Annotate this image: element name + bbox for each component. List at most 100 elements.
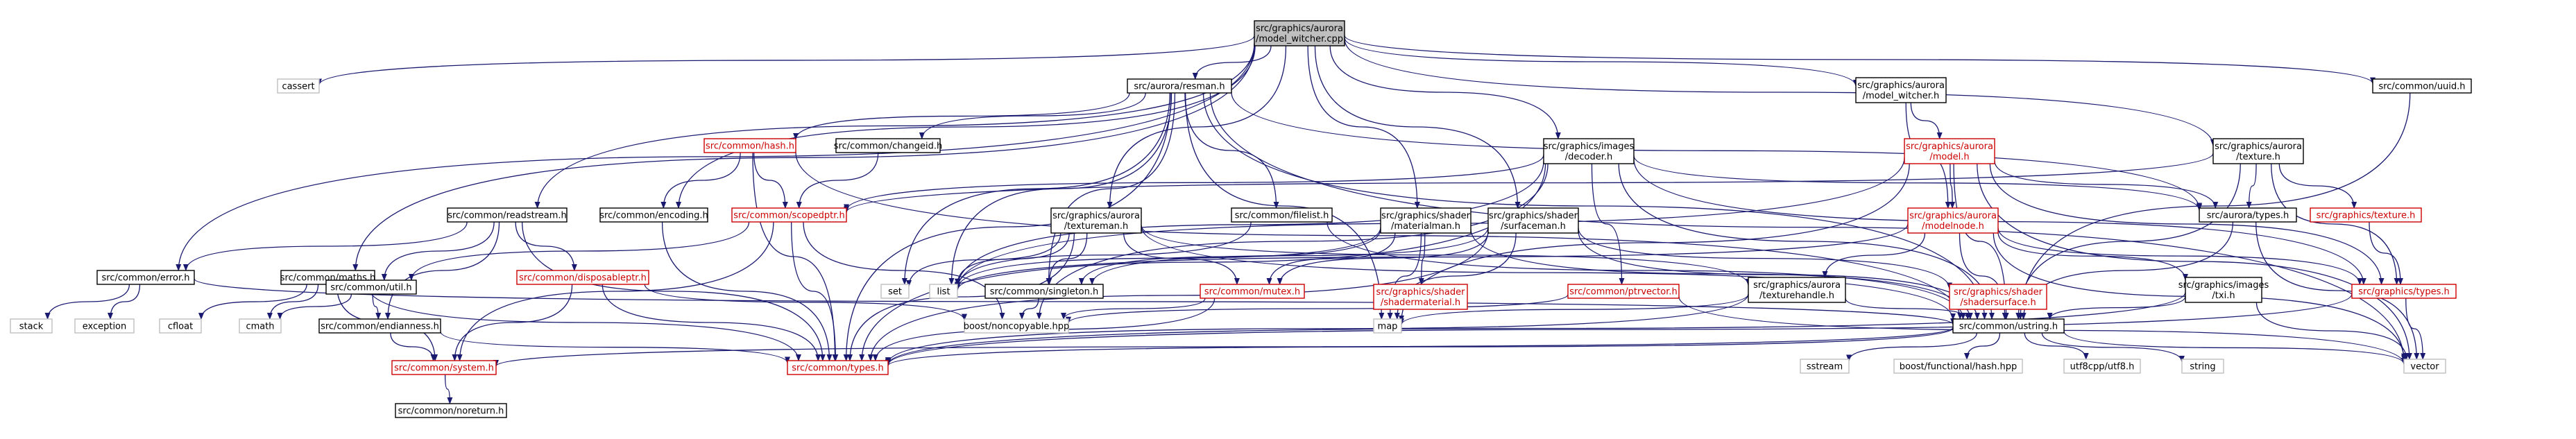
node-label: /model_witcher.h	[1863, 91, 1940, 101]
node-label: /modelnode.h	[1922, 221, 1984, 232]
node-mw_h[interactable]: src/graphics/aurora/model_witcher.h	[1855, 77, 1947, 103]
edge-root-to-uuid	[1344, 35, 2375, 85]
edge-error-to-exception	[108, 284, 141, 320]
node-singleton[interactable]: src/common/singleton.h	[984, 284, 1104, 299]
node-label: src/common/changeid.h	[834, 141, 942, 152]
node-label: vector	[2410, 362, 2439, 372]
node-label: cmath	[246, 322, 274, 332]
node-label: /model.h	[1929, 152, 1969, 162]
edge-modelnode-to-texturehandle	[1822, 232, 1926, 278]
edge-error-to-ustring	[194, 278, 1956, 325]
node-texturehandle[interactable]: src/graphics/aurora/texturehandle.h	[1748, 277, 1846, 303]
node-aurora_types[interactable]: src/aurora/types.h	[2199, 207, 2297, 223]
node-ustring[interactable]: src/common/ustring.h	[1952, 318, 2065, 334]
node-label: src/graphics/shader	[1954, 287, 2043, 298]
node-label: src/common/types.h	[792, 363, 884, 374]
node-utf8: utf8cpp/utf8.h	[2063, 359, 2141, 374]
node-label: src/graphics/images	[1544, 141, 1635, 152]
node-stack: stack	[10, 318, 53, 334]
node-label: /texturehandle.h	[1759, 291, 1834, 301]
node-label: src/graphics/aurora	[1753, 280, 1841, 291]
node-readstream[interactable]: src/common/readstream.h	[447, 207, 568, 223]
edge-decoder-to-scopedptr	[844, 155, 1544, 212]
node-label: /shadersurface.h	[1960, 298, 2036, 308]
node-uuid[interactable]: src/common/uuid.h	[2372, 78, 2472, 94]
node-materialman[interactable]: src/graphics/shader/materialman.h	[1380, 207, 1472, 234]
edge-model-to-modelnode	[1950, 163, 1956, 209]
edge-model-to-gtypes	[1989, 163, 2385, 285]
node-label: /txi.h	[2212, 291, 2235, 301]
node-label: /model_witcher.cpp	[1256, 34, 1343, 44]
edge-maths-to-cfloat	[198, 284, 307, 320]
node-endianness[interactable]: src/common/endianness.h	[318, 318, 441, 334]
node-map: map	[1373, 318, 1402, 334]
edge-root-to-readstream	[534, 43, 1255, 209]
edge-disposableptr-to-ctypes	[602, 284, 821, 361]
edge-disposableptr-to-noncopyable	[644, 284, 967, 321]
edge-endianness-to-ctypes	[440, 331, 790, 364]
node-util[interactable]: src/common/util.h	[325, 279, 417, 295]
edge-mw_h-to-model	[1910, 102, 1943, 139]
node-label: src/graphics/aurora	[1906, 141, 1993, 152]
edge-scopedptr-to-util	[408, 221, 750, 281]
node-cfloat: cfloat	[159, 318, 202, 334]
edge-root-to-resman	[1192, 45, 1272, 80]
node-noreturn[interactable]: src/common/noreturn.h	[395, 403, 507, 418]
node-root[interactable]: src/graphics/aurora/model_witcher.cpp	[1254, 20, 1345, 46]
edge-readstream-to-endianness	[384, 221, 500, 320]
node-resman[interactable]: src/aurora/resman.h	[1127, 78, 1232, 94]
node-label: src/graphics/shader	[1489, 211, 1578, 221]
edge-root-to-decoder	[1329, 45, 1561, 139]
edge-texturehandle-to-ustring	[1845, 298, 1971, 320]
node-label: src/graphics/images	[2178, 280, 2269, 291]
node-decoder[interactable]: src/graphics/images/decoder.h	[1543, 138, 1635, 164]
node-label: src/common/ustring.h	[1959, 322, 2058, 332]
edge-error-to-stack	[44, 284, 130, 320]
node-filelist[interactable]: src/common/filelist.h	[1231, 207, 1333, 223]
node-bhash: boost/functional/hash.hpp	[1893, 359, 2023, 374]
edge-texture_h-to-aurora_types	[2246, 163, 2257, 209]
edge-ptrvector-to-noncopyable	[1066, 294, 1569, 324]
edge-txi-to-ctypes	[885, 292, 2186, 365]
node-surfaceman[interactable]: src/graphics/shader/surfaceman.h	[1487, 207, 1579, 234]
node-txi[interactable]: src/graphics/images/txi.h	[2178, 277, 2269, 303]
edge-scopedptr-to-ctypes	[791, 221, 839, 361]
node-label: src/aurora/types.h	[2207, 211, 2289, 221]
edge-readstream-to-error	[182, 221, 468, 271]
node-string: string	[2181, 359, 2224, 374]
edge-aurora_types-to-ustring	[2020, 221, 2234, 320]
node-label: /materialman.h	[1391, 221, 1460, 232]
node-changeid[interactable]: src/common/changeid.h	[834, 138, 942, 153]
node-label: src/common/error.h	[101, 273, 189, 284]
node-label: sstream	[1807, 362, 1843, 372]
edge-resman-to-changeid	[919, 92, 1146, 139]
node-shadersurface: src/graphics/shader/shadersurface.h	[1949, 284, 2047, 310]
edge-root-to-maths	[352, 44, 1255, 271]
node-modelnode: src/graphics/aurora/modelnode.h	[1907, 207, 1999, 234]
edge-changeid-to-scopedptr	[796, 152, 879, 209]
edge-root-to-textureman	[1107, 45, 1287, 209]
node-set: set	[880, 284, 910, 299]
node-label: src/graphics/aurora	[1052, 211, 1140, 221]
node-gtexture: src/graphics/texture.h	[2310, 207, 2422, 223]
node-cmath: cmath	[239, 318, 282, 334]
node-label: src/common/mutex.h	[1204, 287, 1300, 298]
node-label: src/common/util.h	[330, 283, 411, 293]
edge-hash-to-ctypes	[752, 152, 838, 361]
node-label: stack	[19, 322, 44, 332]
node-label: src/graphics/shader	[1376, 287, 1466, 298]
node-label: map	[1378, 322, 1398, 332]
edge-model-to-vector	[1977, 163, 2412, 360]
edge-texture_h-to-ustring	[2015, 163, 2241, 320]
edge-resman-to-aurora_types	[1231, 92, 2202, 210]
edge-resman-to-filelist	[1184, 92, 1279, 209]
node-textureman[interactable]: src/graphics/aurora/textureman.h	[1050, 207, 1142, 234]
node-label: src/graphics/types.h	[2358, 287, 2450, 298]
node-label: src/graphics/aurora	[1909, 211, 1997, 221]
node-texture_h[interactable]: src/graphics/aurora/texture.h	[2212, 138, 2304, 164]
edge-surfaceman-to-shadersurface	[1578, 227, 1952, 290]
node-error[interactable]: src/common/error.h	[96, 270, 195, 285]
edge-resman-to-map	[1185, 92, 1385, 320]
edge-util-to-endianness	[372, 293, 382, 320]
node-encoding[interactable]: src/common/encoding.h	[599, 207, 708, 223]
